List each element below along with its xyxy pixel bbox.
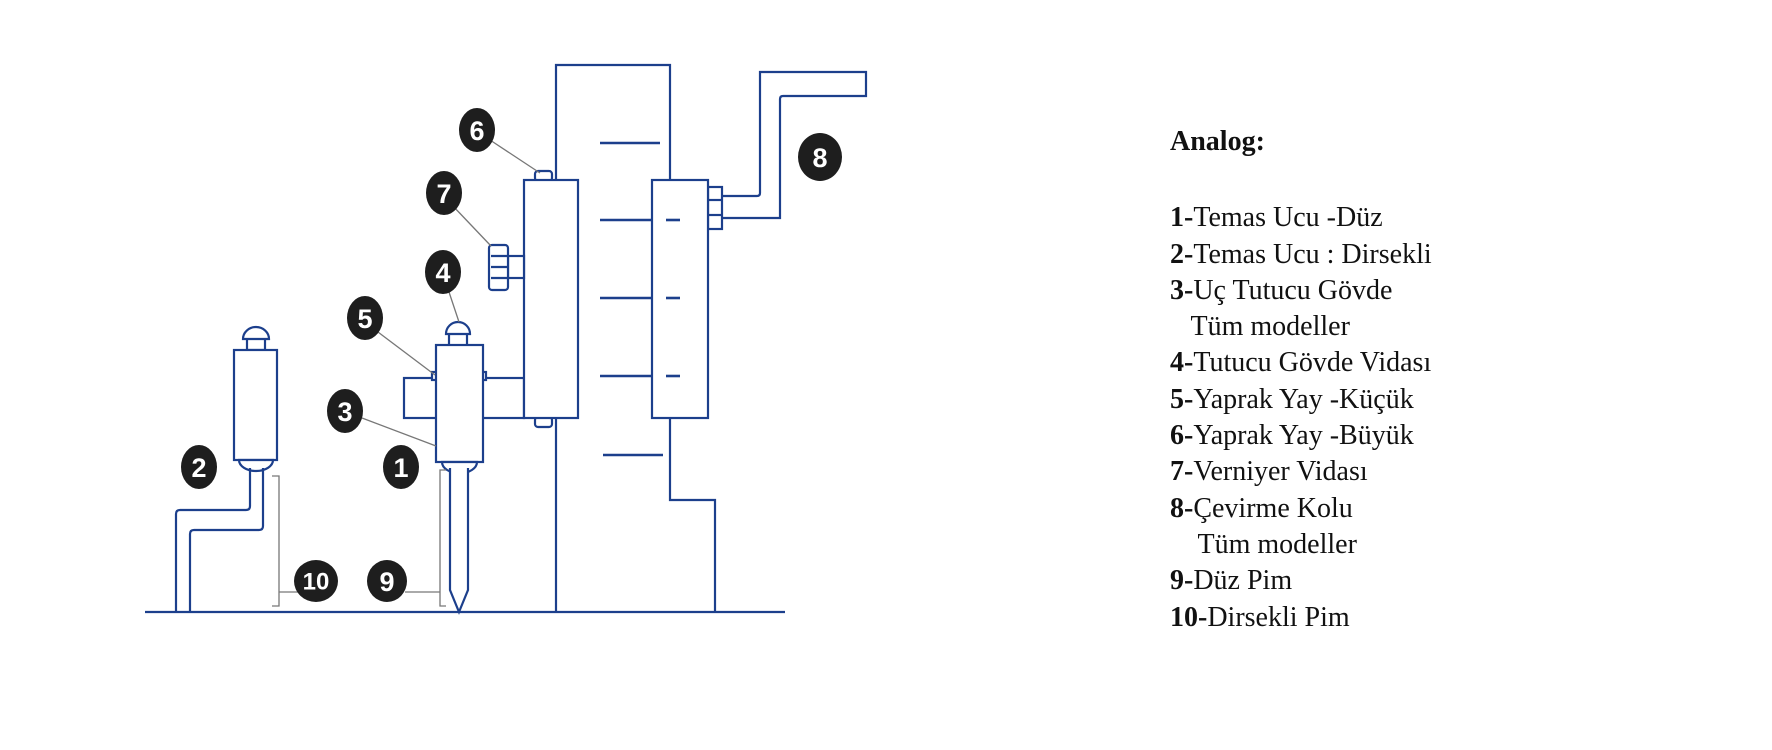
legend-item: 6-Yaprak Yay -Büyük [1170, 418, 1432, 454]
legend-item-number: 1- [1170, 202, 1194, 234]
callout-4: 4 [425, 250, 461, 294]
legend-item-text: Tüm modeller [1170, 311, 1350, 343]
svg-text:4: 4 [435, 258, 450, 288]
svg-text:10: 10 [303, 569, 330, 596]
svg-text:1: 1 [393, 453, 408, 483]
callout-2: 2 [181, 445, 217, 489]
straight-pin [448, 468, 470, 615]
legend-item-number: 4- [1170, 347, 1194, 379]
legend-item: Tüm modeller [1170, 309, 1432, 345]
legend-item-text: Yaprak Yay -Büyük [1193, 420, 1414, 452]
legend-item-number: 7- [1170, 456, 1194, 488]
callout-5: 5 [347, 296, 383, 340]
callout-6: 6 [459, 108, 495, 152]
vernier-shaft [506, 254, 526, 280]
dimension-10 [272, 475, 280, 607]
legend-item-number: 3- [1170, 274, 1194, 306]
legend-item-text: Düz Pim [1193, 565, 1293, 597]
svg-text:3: 3 [337, 397, 352, 427]
legend-item-text: Temas Ucu : Dirsekli [1193, 238, 1432, 270]
svg-text:2: 2 [191, 453, 206, 483]
svg-text:7: 7 [436, 179, 451, 209]
legend-item-text: Temas Ucu -Düz [1193, 202, 1383, 234]
callout-7: 7 [426, 171, 462, 215]
leader-lines [279, 139, 541, 593]
legend-item: Tüm modeller [1170, 527, 1432, 563]
left-slider [522, 178, 580, 420]
legend-item-text: Uç Tutucu Gövde [1193, 274, 1393, 306]
crank-nut [706, 185, 724, 231]
crank-handle [722, 70, 868, 220]
legend-item-text: Tüm modeller [1170, 528, 1357, 560]
legend-item: 5-Yaprak Yay -Küçük [1170, 382, 1432, 418]
bent-pin [174, 468, 265, 612]
legend-item: 4-Tutucu Gövde Vidası [1170, 345, 1432, 381]
svg-text:5: 5 [357, 304, 372, 334]
legend-title: Analog: [1170, 126, 1265, 157]
holder2-dome [241, 325, 271, 341]
legend-item-text: Verniyer Vidası [1193, 456, 1368, 488]
holder-screw-dome [444, 320, 472, 336]
svg-text:6: 6 [469, 116, 484, 146]
dimension-9 [439, 469, 446, 607]
callout-3: 3 [327, 389, 363, 433]
legend-item-text: Tutucu Gövde Vidası [1193, 347, 1432, 379]
legend-item-text: Yaprak Yay -Küçük [1193, 383, 1414, 415]
callout-8: 8 [798, 133, 842, 181]
legend-item: 7-Verniyer Vidası [1170, 454, 1432, 490]
legend-item: 10-Dirsekli Pim [1170, 600, 1432, 636]
legend-item: 3-Uç Tutucu Gövde [1170, 273, 1432, 309]
legend-item-number: 8- [1170, 492, 1194, 524]
contact-tip-bent [237, 458, 275, 473]
callout-10: 10 [294, 560, 338, 602]
callout-1: 1 [383, 445, 419, 489]
legend-item: 2-Temas Ucu : Dirsekli [1170, 237, 1432, 273]
legend-item: 9-Düz Pim [1170, 563, 1432, 599]
legend-item-number: 10- [1170, 601, 1208, 633]
legend-item-text: Çevirme Kolu [1193, 492, 1353, 524]
legend-item: 8-Çevirme Kolu [1170, 491, 1432, 527]
scale-ticks [600, 141, 663, 457]
svg-text:9: 9 [379, 567, 394, 597]
legend-item: 1-Temas Ucu -Düz [1170, 200, 1432, 236]
legend-item-number: 5- [1170, 383, 1194, 415]
legend-item-text: Dirsekli Pim [1207, 601, 1350, 633]
holder-body [434, 343, 485, 464]
legend-item-number: 9- [1170, 565, 1194, 597]
legend-item-number: 2- [1170, 238, 1194, 270]
svg-text:8: 8 [812, 143, 827, 173]
callout-9: 9 [367, 560, 407, 602]
legend-item-number: 6- [1170, 420, 1194, 452]
holder2-body [232, 348, 279, 462]
